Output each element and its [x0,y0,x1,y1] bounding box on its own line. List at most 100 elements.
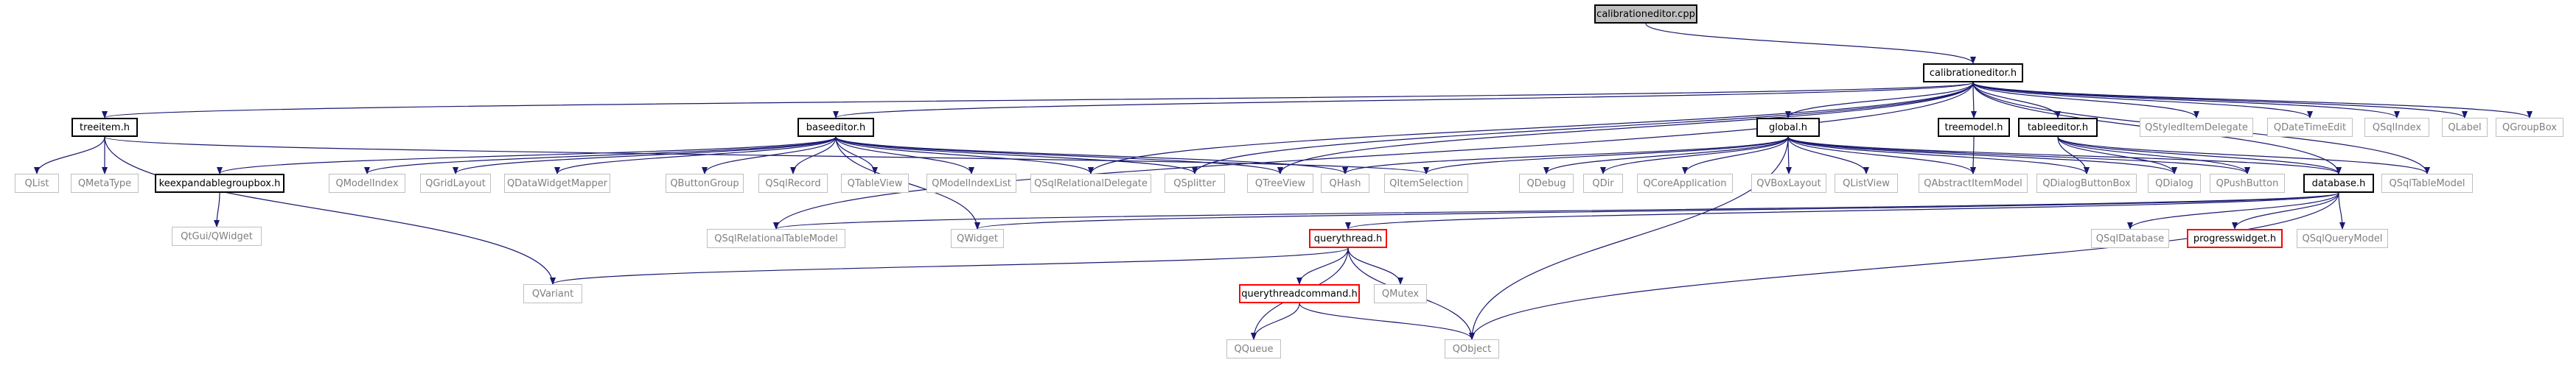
edge-tableeditor_h-to-qdialog [2057,136,2177,174]
node-qlistview: QListView [1835,174,1898,193]
edge-tableeditor_h-to-qsqltablemodel [2057,136,2430,174]
edge-tableeditor_h-to-qpushbutton [2057,136,2250,174]
edge-calibrationeditor_h-to-qstyleditemdelegate [1972,82,2199,119]
node-qsqlrecord: QSqlRecord [758,174,828,193]
node-qmodelindex: QModelIndex [329,174,405,193]
node-qabstractitemmodel: QAbstractItemModel [1919,174,2028,193]
edge-calibrationeditor_h-to-qdatetimeedit [1972,82,2313,119]
edge-calibrationeditor_h-to-qsplitter [1192,82,1974,174]
node-progresswidget-h[interactable]: progresswidget.h [2187,229,2283,248]
node-qsqlrelationaldelegate: QSqlRelationalDelegate [1030,174,1151,193]
edge-global_h-to-qdialogbuttonbox [1787,136,2090,174]
node-qvboxlayout: QVBoxLayout [1751,174,1826,193]
node-tableeditor-h[interactable]: tableeditor.h [2018,118,2098,137]
edge-global_h-to-qitemselection [1423,136,1789,174]
edge-calibrationeditor_h-to-treemodel_h [1970,82,1977,119]
edge-calibrationeditor_h-to-global_h [1785,82,1974,119]
node-qdir: QDir [1583,174,1623,193]
node-qqueue: QQueue [1226,339,1281,358]
edge-calibrationeditor_h-to-qsqlindex [1972,82,2400,119]
edge-querythreadcommand_h-to-qqueue [1251,303,1300,340]
edge-calibrationeditor_h-to-baseeditor_h [833,82,1974,119]
node-qmetatype: QMetaType [71,174,139,193]
node-keexpandablegroupbox-h[interactable]: keexpandablegroupbox.h [155,174,285,193]
edge-global_h-to-qdebug [1543,136,1789,174]
edge-calibrationeditor_h-to-qtreeview [1277,82,1974,174]
edge-baseeditor_h-to-qgridlayout [453,136,837,174]
edge-database_h-to-querythread_h [1345,192,2339,230]
node-qlabel: QLabel [2442,118,2488,137]
node-qsqlquerymodel: QSqlQueryModel [2297,229,2388,248]
edge-database_h-to-qobject [1469,192,2339,340]
edge-baseeditor_h-to-qbuttongroup [702,136,837,174]
node-qdialogbuttonbox: QDialogButtonBox [2036,174,2137,193]
edge-global_h-to-qabstractitemmodel [1787,136,1976,174]
node-qbuttongroup: QButtonGroup [666,174,744,193]
node-baseeditor-h[interactable]: baseeditor.h [797,118,874,137]
edge-global_h-to-qobject [1469,136,1789,340]
node-qwidget: QWidget [951,229,1004,248]
edge-database_h-to-progresswidget_h [2232,192,2339,230]
edge-global_h-to-qlistview [1787,136,1869,174]
node-qsqldatabase: QSqlDatabase [2091,229,2169,248]
node-treeitem-h[interactable]: treeitem.h [71,118,138,137]
node-qobject: QObject [1445,339,1499,358]
edge-global_h-to-qvboxlayout [1785,136,1792,174]
node-qsplitter: QSplitter [1165,174,1225,193]
edge-baseeditor_h-to-qhash [835,136,1348,174]
node-qdebug: QDebug [1519,174,1574,193]
edge-calibrationeditor_h-to-qgroupbox [1972,82,2533,119]
edge-global_h-to-qdialog [1787,136,2177,174]
edge-calibrationeditor_h-to-qsqlrelationaltablemodel [773,82,1974,230]
node-global-h[interactable]: global.h [1756,118,1820,137]
node-qtreeview: QTreeView [1247,174,1313,193]
node-qstyleditemdelegate: QStyledItemDelegate [2140,118,2253,137]
node-calibrationeditor-cpp[interactable]: calibrationeditor.cpp [1594,4,1697,24]
edge-querythread_h-to-qmutex [1347,247,1403,285]
edge-database_h-to-qsqldatabase [2127,192,2339,230]
node-querythread-h[interactable]: querythread.h [1309,229,1387,248]
edge-baseeditor_h-to-qsqlrecord [790,136,837,174]
edge-querythreadcommand_h-to-qobject [1299,303,1475,340]
node-qsqlindex: QSqlIndex [2364,118,2429,137]
edge-calibrationeditor_h-to-tableeditor_h [1972,82,2061,119]
node-qdialog: QDialog [2148,174,2201,193]
edge-keexpandablegroupbox_h-to-qtgui_qwidget [214,192,220,227]
node-database-h[interactable]: database.h [2303,174,2374,193]
edge-global_h-to-qdir [1600,136,1789,174]
edge-baseeditor_h-to-qtableview [835,136,878,174]
edge-baseeditor_h-to-qtreeview [835,136,1283,174]
node-qhash: QHash [1321,174,1369,193]
edge-database_h-to-qsqlrelationaltablemodel [773,192,2339,230]
dependency-edges [34,23,2533,340]
edge-database_h-to-qsqlquerymodel [2338,192,2345,230]
edge-baseeditor_h-to-qmodelindex [364,136,837,174]
node-qcoreapplication: QCoreApplication [1637,174,1733,193]
node-qdatawidgetmapper: QDataWidgetMapper [504,174,610,193]
node-qtableview: QTableView [841,174,909,193]
edge-treeitem_h-to-qitemselection [104,136,1429,174]
node-qsqlrelationaltablemodel: QSqlRelationalTableModel [707,229,845,248]
node-qtgui-qwidget: QtGui/QWidget [172,227,262,246]
node-qpushbutton: QPushButton [2210,174,2285,193]
node-querythreadcommand-h[interactable]: querythreadcommand.h [1239,284,1360,303]
edge-calibrationeditor_h-to-qsqlrelationaldelegate [1088,82,1974,174]
edge-tableeditor_h-to-qdialogbuttonbox [2057,136,2090,174]
node-qlist: QList [15,174,59,193]
edge-baseeditor_h-to-qsqlrelationaldelegate [835,136,1094,174]
edge-querythread_h-to-querythreadcommand_h [1296,247,1349,285]
edge-global_h-to-qhash [1342,136,1789,174]
node-qitemselection: QItemSelection [1384,174,1468,193]
edge-global_h-to-qcoreapplication [1682,136,1789,174]
edge-database_h-to-qwidget [974,192,2339,230]
node-treemodel-h[interactable]: treemodel.h [1938,118,2010,137]
edge-global_h-to-database_h [1787,136,2342,174]
edge-treemodel_h-to-qabstractitemmodel [1970,136,1977,174]
edge-baseeditor_h-to-qmodelindexlist [835,136,974,174]
node-qmutex: QMutex [1374,284,1427,303]
edge-treeitem_h-to-qlist [34,136,105,174]
node-qsqltablemodel: QSqlTableModel [2381,174,2473,193]
node-calibrationeditor-h[interactable]: calibrationeditor.h [1923,63,2023,82]
edge-calibrationeditor_h-to-treeitem_h [102,82,1974,119]
